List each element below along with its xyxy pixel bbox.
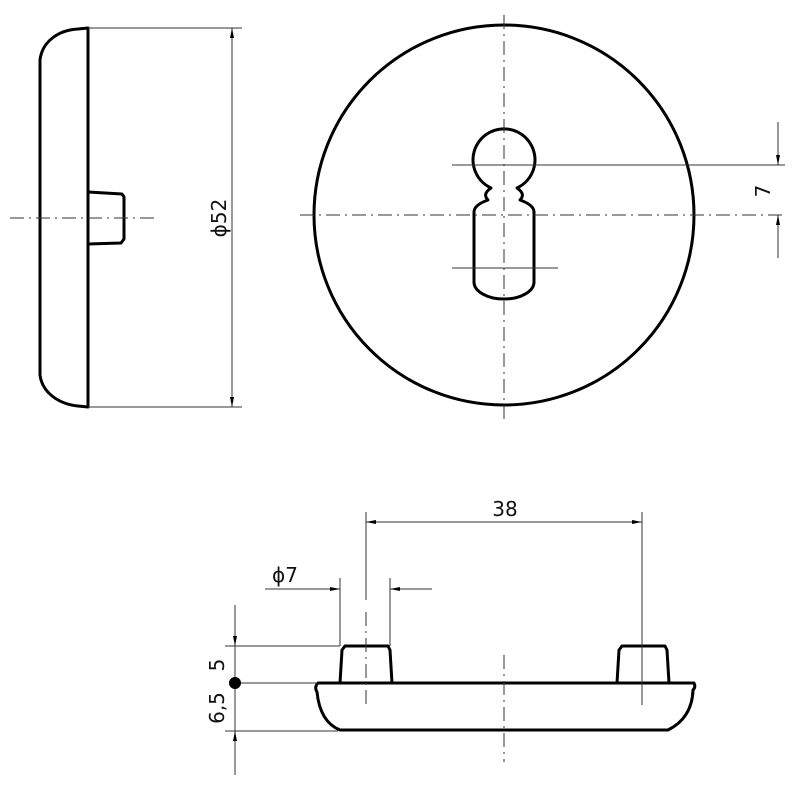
right-pin-outline: [615, 644, 671, 684]
dim-pin-height: 5: [205, 659, 229, 672]
bottom-view: 38 ϕ7 5 6,5: [205, 497, 697, 775]
dim-keyhole-offset: 7: [751, 185, 775, 198]
dim-diameter-52: ϕ52: [207, 199, 231, 238]
side-view: ϕ52: [10, 26, 242, 409]
front-view: 7: [300, 15, 785, 420]
dim-pin-spacing: 38: [492, 497, 517, 521]
dimension-dot: [229, 677, 241, 689]
dim-plate-thickness: 6,5: [205, 692, 229, 724]
plate-side-outline: [38, 26, 90, 409]
keyhole-outline: [471, 127, 537, 301]
dim-pin-diameter: ϕ7: [272, 563, 298, 587]
base-outline: [314, 681, 697, 732]
